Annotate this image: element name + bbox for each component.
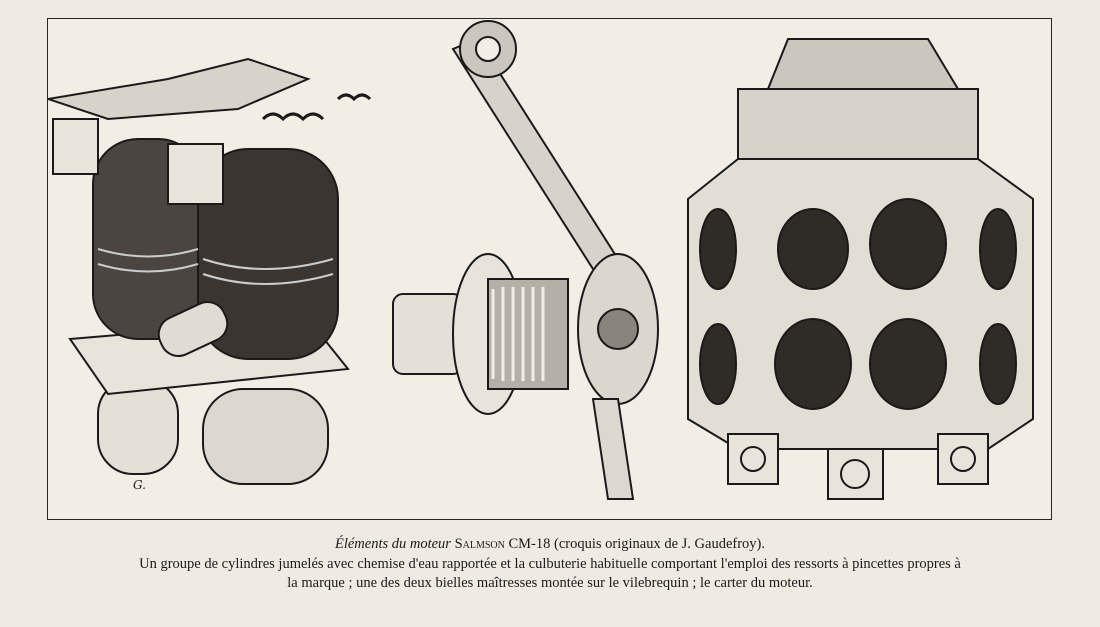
caption-body-line-1: Un groupe de cylindres jumelés avec chem… — [139, 555, 961, 572]
caption-title-italic: Éléments du moteur — [334, 536, 451, 552]
illustration-frame: G. — [47, 18, 1052, 520]
caption-body-line-2: la marque ; une des deux bielles maîtres… — [287, 575, 813, 591]
cylinder-group-drawing: G. — [48, 57, 372, 492]
caption-title: Éléments du moteur Salmson CM-18 (croqui… — [0, 535, 1100, 555]
caption-credit: (croquis originaux de J. Gaudefroy). — [554, 536, 766, 552]
figure-caption: Éléments du moteur Salmson CM-18 (croqui… — [0, 535, 1100, 594]
svg-text:G.: G. — [133, 478, 146, 492]
crankcase-drawing — [687, 38, 1034, 500]
engine-illustration: G. — [48, 20, 1034, 500]
connecting-rod-drawing — [392, 20, 659, 500]
caption-brand: Salmson CM-18 — [454, 536, 551, 552]
